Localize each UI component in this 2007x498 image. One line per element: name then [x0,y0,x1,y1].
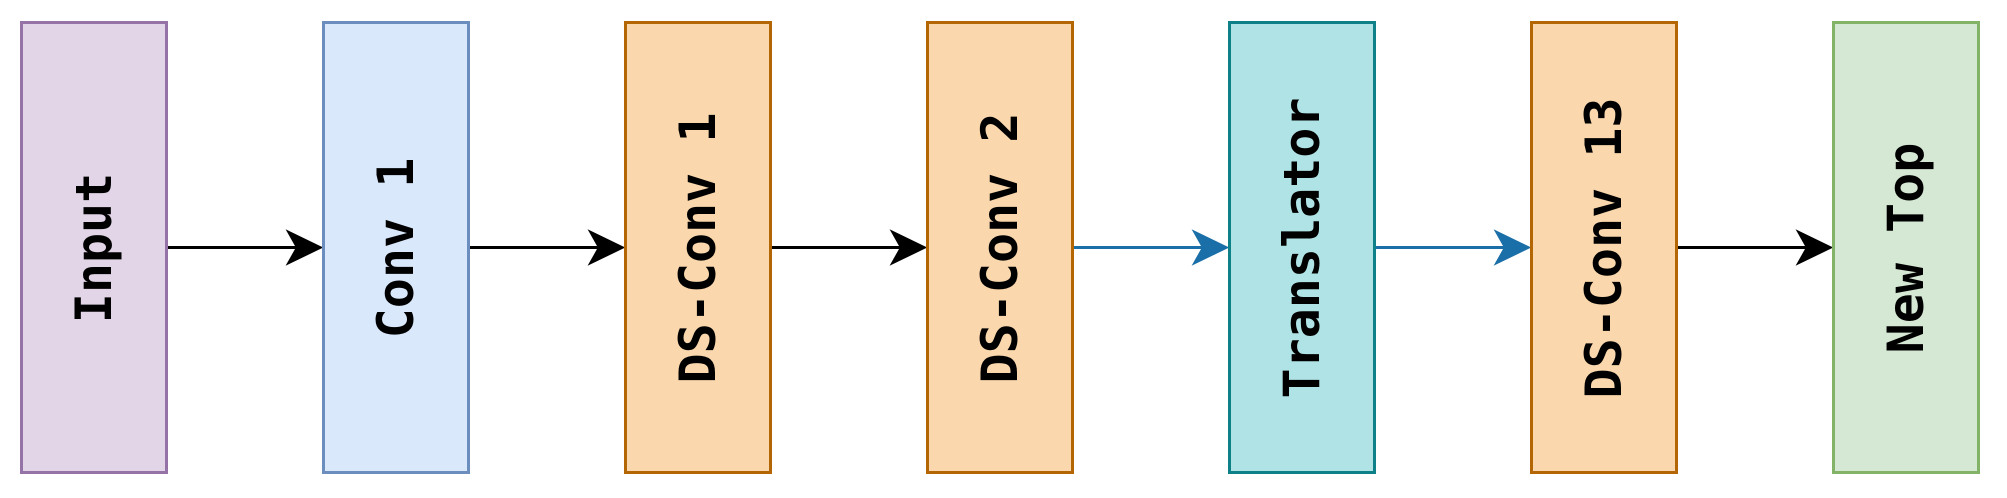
block-label-ds-conv-2: DS-Conv 2 [971,112,1029,383]
arrow-ds-conv-2-to-translator [1074,229,1230,266]
block-ds-conv-2: DS-Conv 2 [926,21,1074,474]
arrow-ds-conv-13-to-new-top [1678,229,1834,266]
block-translator: Translator [1228,21,1376,474]
block-conv-1: Conv 1 [322,21,470,474]
block-label-input: Input [65,172,123,323]
block-label-translator: Translator [1273,96,1331,399]
block-label-ds-conv-13: DS-Conv 13 [1575,96,1633,399]
arrow-input-to-conv-1 [168,229,324,266]
block-new-top: New Top [1832,21,1980,474]
block-ds-conv-13: DS-Conv 13 [1530,21,1678,474]
block-label-conv-1: Conv 1 [367,157,425,338]
block-input: Input [20,21,168,474]
arrow-ds-conv-1-to-ds-conv-2 [772,229,928,266]
block-ds-conv-1: DS-Conv 1 [624,21,772,474]
block-label-new-top: New Top [1877,142,1935,353]
arrow-translator-to-ds-conv-13 [1376,229,1532,266]
arrow-conv-1-to-ds-conv-1 [470,229,626,266]
block-label-ds-conv-1: DS-Conv 1 [669,112,727,383]
